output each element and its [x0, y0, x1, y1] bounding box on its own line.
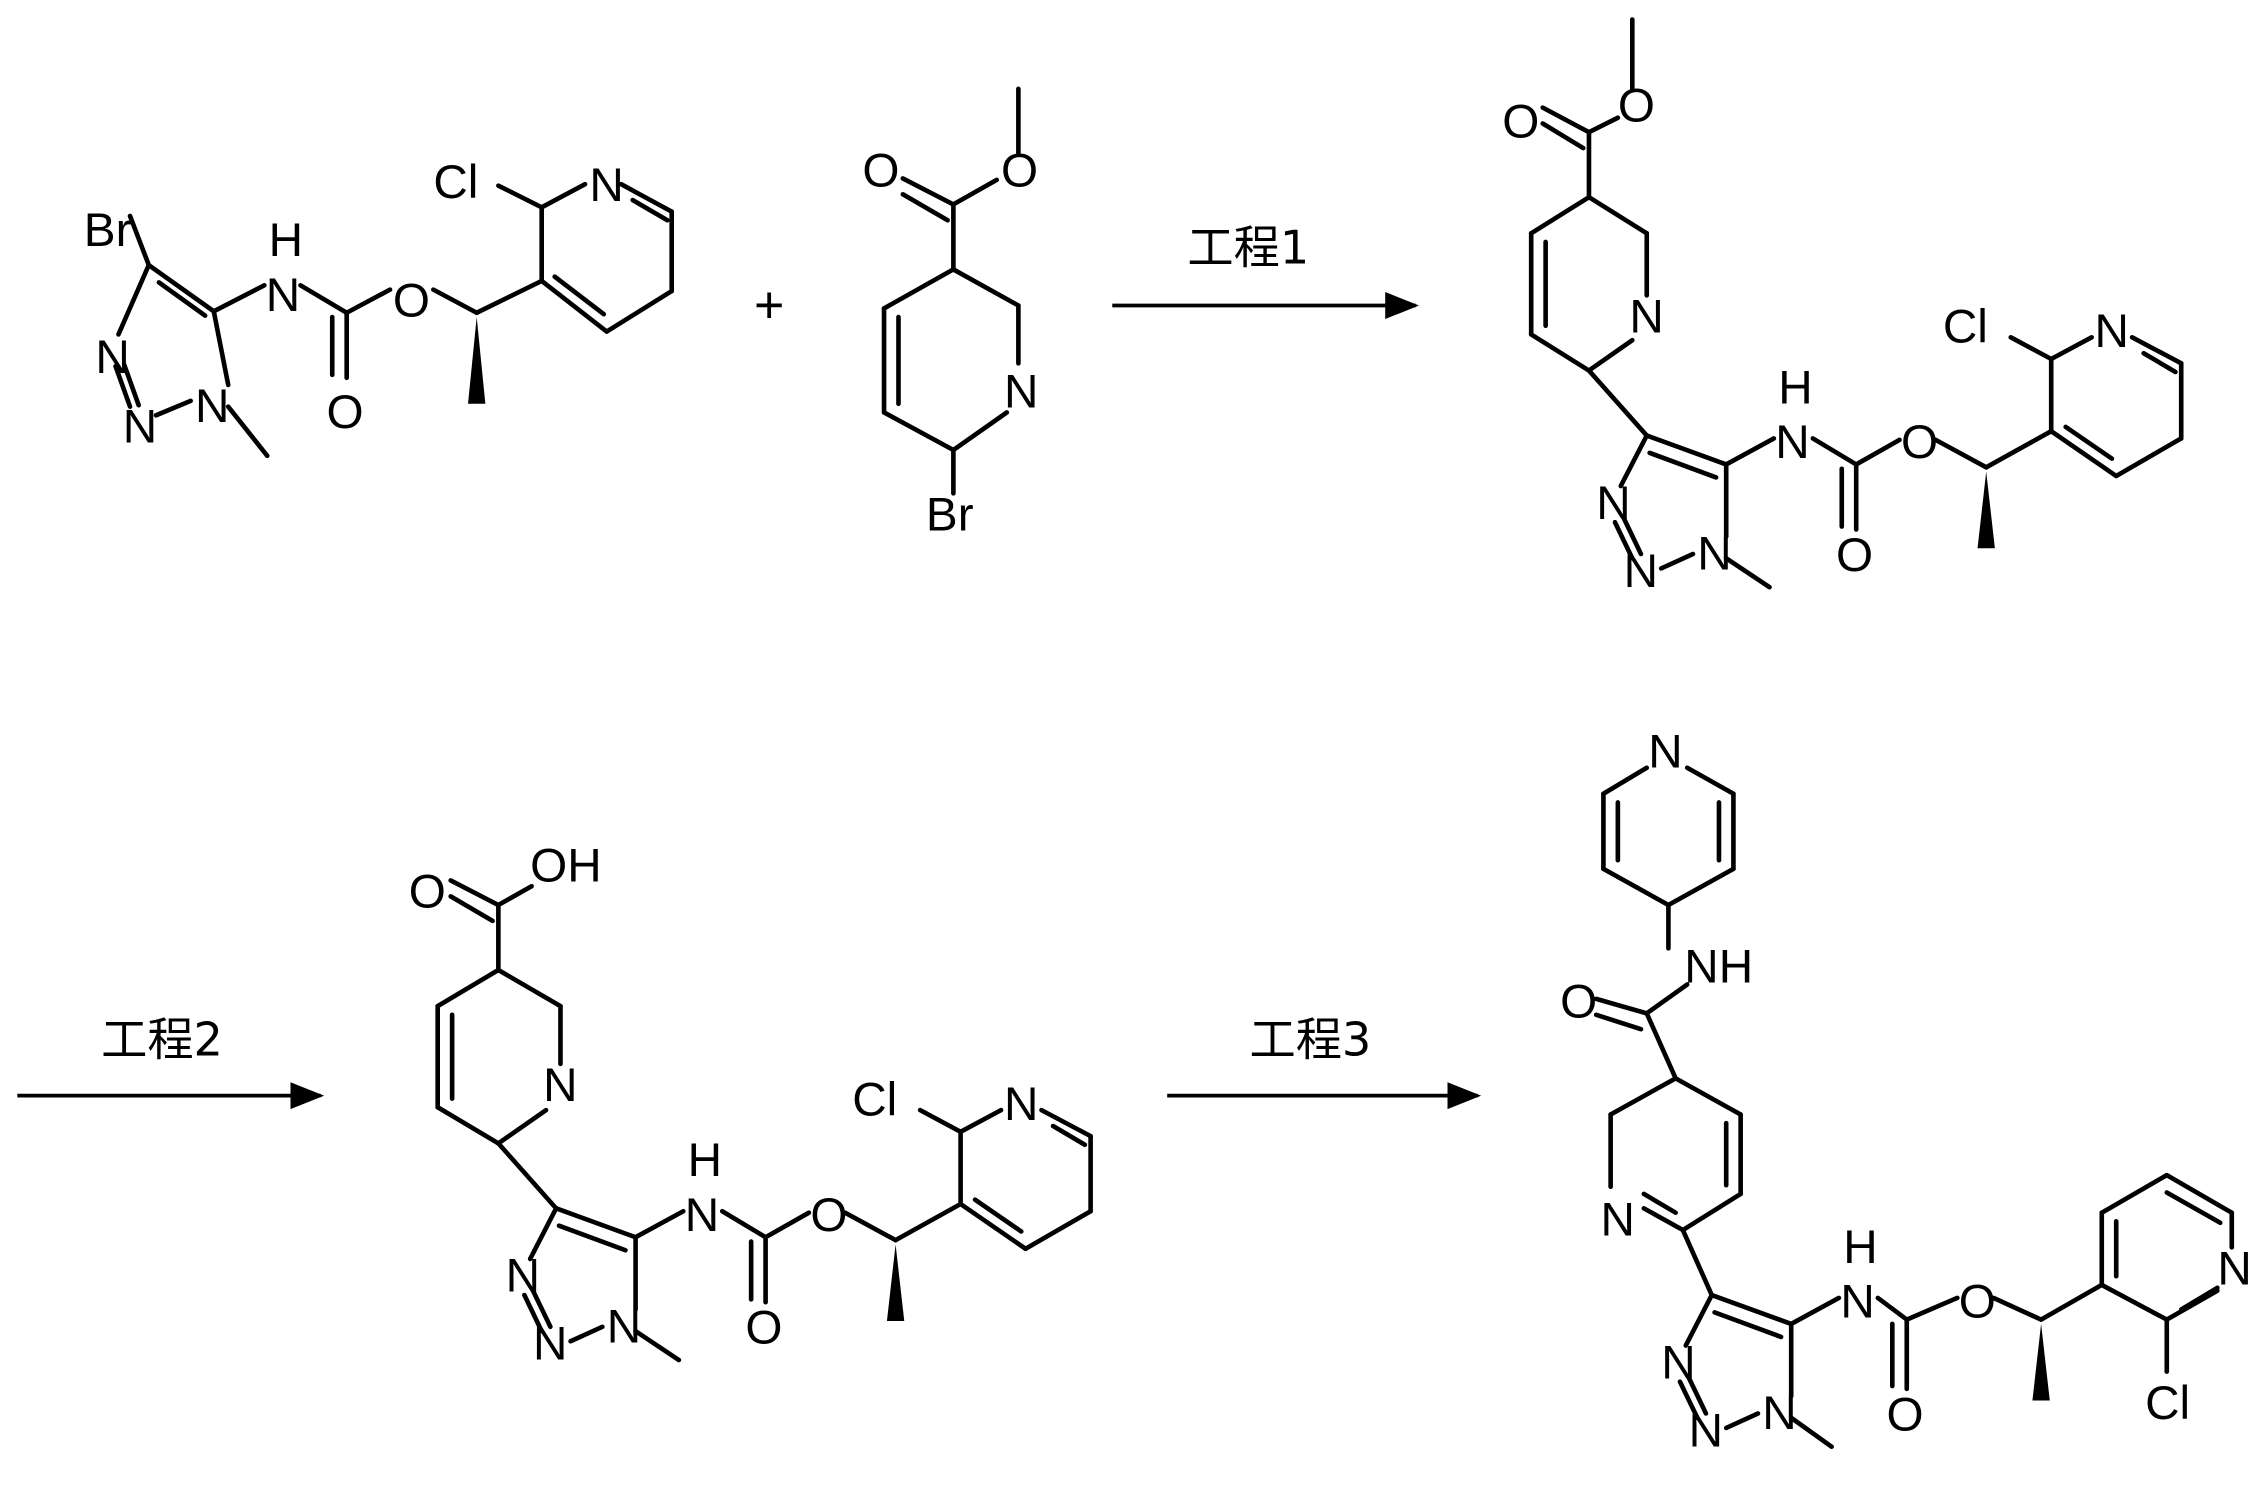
hydrogen-label: H — [1843, 1221, 1877, 1274]
starting-material-bromotriazole: Br N N N H N O O Cl N — [84, 156, 672, 456]
nitrogen-label: N — [1004, 1078, 1038, 1131]
nitrogen-label: N — [2217, 1243, 2251, 1296]
hydrogen-label: H — [1778, 361, 1812, 414]
product-carboxylic-acid: O OH N N N N H N O O Cl N — [409, 840, 1091, 1371]
oxygen-label: O — [1560, 975, 1597, 1028]
nitrogen-label: N — [1689, 1404, 1723, 1457]
nitrogen-label: N — [266, 269, 300, 322]
final-product-amide: N NH O N N N N H N O O N Cl — [1560, 725, 2252, 1457]
reaction-arrow-step3: 工程3 — [1167, 1012, 1478, 1095]
bromine-label: Br — [926, 488, 974, 541]
nitrogen-label: N — [95, 331, 129, 384]
oxygen-label: O — [326, 386, 363, 439]
nitrogen-label: N — [685, 1189, 719, 1242]
bromine-label: Br — [84, 204, 132, 257]
hydroxyl-label: OH — [530, 840, 601, 893]
nitrogen-label: N — [1697, 527, 1731, 580]
nitrogen-label: N — [1596, 477, 1630, 530]
nitrogen-label: N — [506, 1250, 540, 1303]
oxygen-label: O — [1887, 1388, 1924, 1441]
nitrogen-label: N — [589, 159, 623, 212]
oxygen-label: O — [409, 866, 446, 919]
hydrogen-label: H — [688, 1134, 722, 1187]
nitrogen-label: N — [123, 400, 157, 453]
nitrogen-label: N — [1624, 545, 1658, 598]
step1-label: 工程1 — [1187, 221, 1309, 275]
oxygen-label: O — [1618, 80, 1655, 133]
nitrogen-label: N — [1629, 291, 1663, 344]
nitrogen-label: N — [607, 1300, 641, 1353]
oxygen-label: O — [745, 1302, 782, 1355]
nitrogen-label: N — [1648, 725, 1682, 778]
nitrogen-label: N — [1601, 1193, 1635, 1246]
starting-material-bromonicotinate: N Br O O — [862, 89, 1038, 542]
step3-label: 工程3 — [1250, 1012, 1372, 1066]
step2-label: 工程2 — [101, 1012, 223, 1066]
plus-sign: + — [754, 277, 784, 335]
oxygen-label: O — [1001, 145, 1038, 198]
oxygen-label: O — [1836, 529, 1873, 582]
chlorine-label: Cl — [2145, 1377, 2190, 1430]
hydrogen-label: H — [269, 214, 303, 267]
nitrogen-label: N — [1840, 1276, 1874, 1329]
oxygen-label: O — [1959, 1276, 1996, 1329]
chlorine-label: Cl — [852, 1074, 897, 1127]
nitrogen-label: N — [2095, 305, 2129, 358]
reaction-arrow-step1: 工程1 — [1112, 221, 1415, 306]
nitrogen-label: N — [1661, 1336, 1695, 1389]
amide-nh-label: NH — [1684, 941, 1753, 994]
oxygen-label: O — [1901, 416, 1938, 469]
nitrogen-label: N — [533, 1318, 567, 1371]
nitrogen-label: N — [1762, 1387, 1796, 1440]
reaction-arrow-step2: 工程2 — [17, 1012, 320, 1095]
nitrogen-label: N — [1004, 366, 1038, 419]
oxygen-label: O — [810, 1189, 847, 1242]
nitrogen-label: N — [195, 380, 229, 433]
oxygen-label: O — [1502, 96, 1539, 149]
nitrogen-label: N — [543, 1059, 577, 1112]
oxygen-label: O — [393, 275, 430, 328]
chlorine-label: Cl — [1943, 301, 1988, 354]
product-methyl-ester: O O N N N N H N O O Cl N — [1502, 20, 2181, 598]
oxygen-label: O — [862, 145, 899, 198]
nitrogen-label: N — [1775, 416, 1809, 469]
chlorine-label: Cl — [433, 156, 478, 209]
